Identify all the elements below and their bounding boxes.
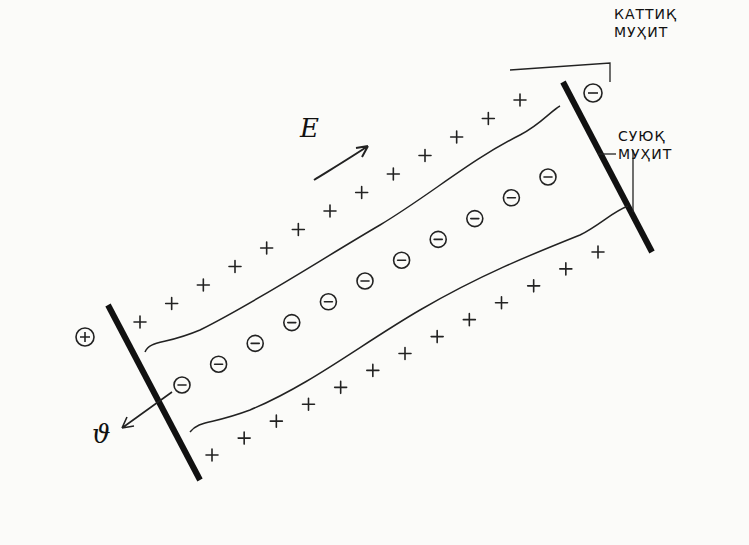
negative-ion (320, 294, 336, 310)
positive-charge (166, 298, 178, 310)
plate-polarity (76, 328, 94, 346)
positive-charge (419, 150, 431, 162)
positive-charge (528, 280, 540, 292)
negative-ion (357, 273, 373, 289)
plate-polarity (80, 332, 90, 342)
negative-ion (215, 363, 223, 365)
positive-charge (399, 348, 411, 360)
negative-ion (507, 197, 515, 199)
boundary-line (190, 206, 628, 432)
velocity-arrow (122, 392, 172, 428)
positive-charge (261, 242, 273, 254)
positive-charge (335, 381, 347, 393)
positive-charge (560, 263, 572, 275)
negative-ion (284, 315, 300, 331)
negative-ion (174, 377, 190, 393)
negative-ion (251, 343, 259, 345)
positive-charge (356, 187, 368, 199)
positive-charge (367, 364, 379, 376)
negative-ion (288, 322, 296, 324)
positive-charge (303, 398, 315, 410)
positive-charge (292, 224, 304, 236)
leader-line (598, 153, 616, 154)
positive-charge (134, 316, 146, 328)
positive-charge (482, 113, 494, 125)
positive-charge (592, 246, 604, 258)
negative-ion (471, 218, 479, 220)
negative-ion (398, 259, 406, 261)
boundary-line (145, 106, 560, 352)
positive-charge (238, 432, 250, 444)
plate (108, 305, 200, 480)
negative-ion (178, 384, 186, 386)
positive-charge (229, 261, 241, 273)
positive-charge (496, 297, 508, 309)
field-arrow (314, 146, 368, 180)
plate-polarity (584, 84, 602, 102)
positive-charge (197, 279, 209, 291)
positive-charge (431, 331, 443, 343)
negative-ion (544, 176, 552, 178)
negative-ion (540, 169, 556, 185)
plate (563, 82, 652, 252)
negative-ion (394, 252, 410, 268)
negative-ion (467, 211, 483, 227)
medium-label: СУЮҚ МУҲИТ (618, 128, 688, 163)
negative-ion (361, 280, 369, 282)
positive-charge (206, 449, 218, 461)
positive-charge (387, 168, 399, 180)
medium-label: КАТТИҚ МУҲИТ (614, 6, 692, 41)
symbol-label: ϑ (92, 418, 111, 451)
negative-ion (324, 301, 332, 303)
plate-polarity (588, 92, 598, 94)
negative-ion (434, 239, 442, 241)
bracket (510, 63, 610, 82)
negative-ion (211, 356, 227, 372)
positive-charge (451, 131, 463, 143)
positive-charge (324, 205, 336, 217)
negative-ion (247, 335, 263, 351)
symbol-label: E (300, 112, 319, 145)
positive-charge (514, 94, 526, 106)
positive-charge (463, 314, 475, 326)
negative-ion (503, 190, 519, 206)
positive-charge (270, 415, 282, 427)
negative-ion (430, 231, 446, 247)
